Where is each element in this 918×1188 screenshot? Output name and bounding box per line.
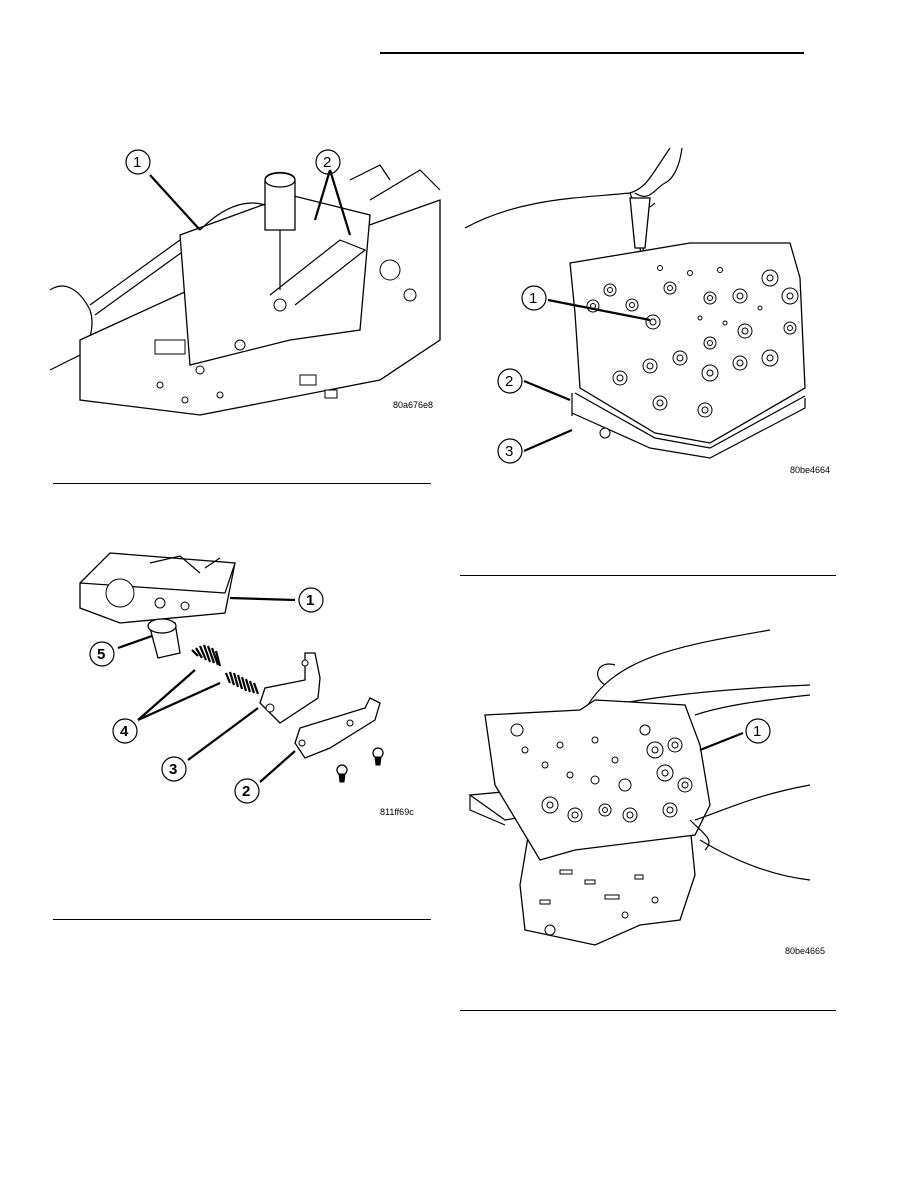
- figure-4: 1 80be4665: [465, 625, 840, 960]
- bolt-group: [586, 269, 799, 439]
- figure-1-rule: [53, 483, 431, 484]
- leader-1: [149, 174, 201, 231]
- callout-label: 4: [120, 723, 129, 740]
- figure-code: 811ff69c: [380, 807, 414, 817]
- callout-2: 2: [234, 778, 260, 804]
- callout-1: 1: [521, 285, 547, 311]
- figure-code: 80be4664: [790, 465, 830, 475]
- header-rule: [380, 52, 804, 54]
- callout-2: 2: [315, 149, 341, 175]
- callout-label: 1: [133, 154, 141, 171]
- inner-spring: [224, 671, 260, 695]
- screw: [372, 747, 384, 766]
- screw: [336, 764, 348, 783]
- retainer-plate: [259, 652, 321, 724]
- callout-label: 2: [242, 783, 250, 800]
- valve-body-lower: [571, 398, 806, 459]
- bracket: [269, 239, 367, 306]
- hand-outline: [464, 147, 683, 229]
- callout-3: 3: [161, 756, 187, 782]
- leader-2b: [313, 169, 332, 221]
- callout-1: 1: [298, 587, 324, 613]
- figure-3: 1 2 3 80be4664: [460, 147, 840, 478]
- hand-outline-top: [584, 629, 811, 711]
- callout-label: 5: [97, 646, 105, 663]
- figure-1: 1 2 80a676e8: [49, 140, 450, 430]
- leader-2a: [328, 169, 352, 236]
- figure-code: 80a676e8: [393, 400, 433, 410]
- callout-label: 1: [529, 290, 537, 307]
- separator-plate: [574, 392, 806, 449]
- callout-1: 1: [125, 149, 151, 175]
- screwdriver: [89, 239, 186, 316]
- callout-label: 2: [505, 373, 513, 390]
- outer-spring: [191, 644, 222, 667]
- callout-label: 1: [753, 723, 761, 740]
- callout-label: 3: [169, 761, 177, 778]
- callout-5: 5: [89, 641, 115, 667]
- callout-4: 4: [112, 718, 138, 744]
- callout-label: 2: [323, 154, 331, 171]
- callout-3: 3: [497, 438, 523, 464]
- callout-2: 2: [497, 368, 523, 394]
- callout-1: 1: [745, 718, 771, 744]
- callout-label: 3: [505, 443, 513, 460]
- figure-2: 1 5 4 3 2 811ff69c: [79, 548, 420, 818]
- bracket: [294, 697, 381, 759]
- figure-2-rule: [53, 919, 431, 920]
- screwdriver-handle: [629, 197, 651, 249]
- callout-label: 1: [306, 592, 314, 609]
- figure-3-rule: [460, 575, 836, 576]
- figure-4-rule: [460, 1010, 836, 1011]
- figure-code: 80be4665: [785, 946, 825, 956]
